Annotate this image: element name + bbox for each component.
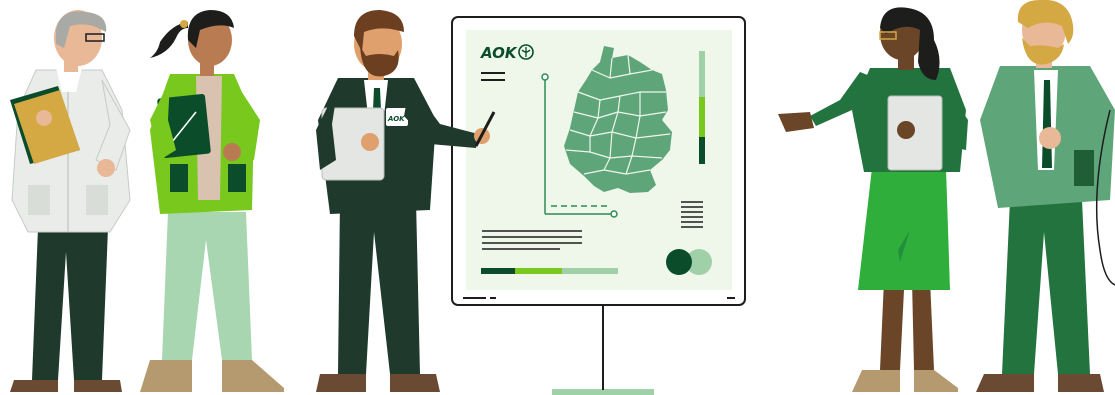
board-circle-pale — [686, 249, 712, 275]
board-text-block — [681, 201, 703, 228]
person-presenter: AOK — [316, 10, 496, 392]
board-circle-dark — [666, 249, 692, 275]
board-stand-base — [552, 389, 654, 395]
aok-leaf-icon — [518, 44, 534, 60]
person-woman-glasses — [778, 7, 968, 392]
progress-segment-pale — [562, 268, 618, 274]
person-man-curly — [976, 0, 1115, 392]
pen-icon — [474, 111, 496, 147]
bar-segment-light — [699, 97, 705, 137]
id-badge — [386, 108, 408, 126]
id-badge-text: AOK — [387, 115, 405, 123]
presentation-board: AOK — [451, 16, 746, 395]
person-woman-tablet — [140, 10, 284, 392]
board-paragraph — [482, 230, 582, 250]
progress-segment-light — [515, 268, 562, 274]
board-logo-wordmark: AOK — [480, 44, 518, 62]
chart-axis-node — [610, 210, 618, 218]
progress-segment-dark — [481, 268, 515, 274]
bar-segment-dark — [699, 137, 705, 164]
chart-axis-node — [541, 73, 549, 81]
person-doctor-elderly — [10, 10, 131, 392]
bar-segment-pale — [699, 51, 705, 97]
germany-map-icon — [564, 46, 672, 193]
